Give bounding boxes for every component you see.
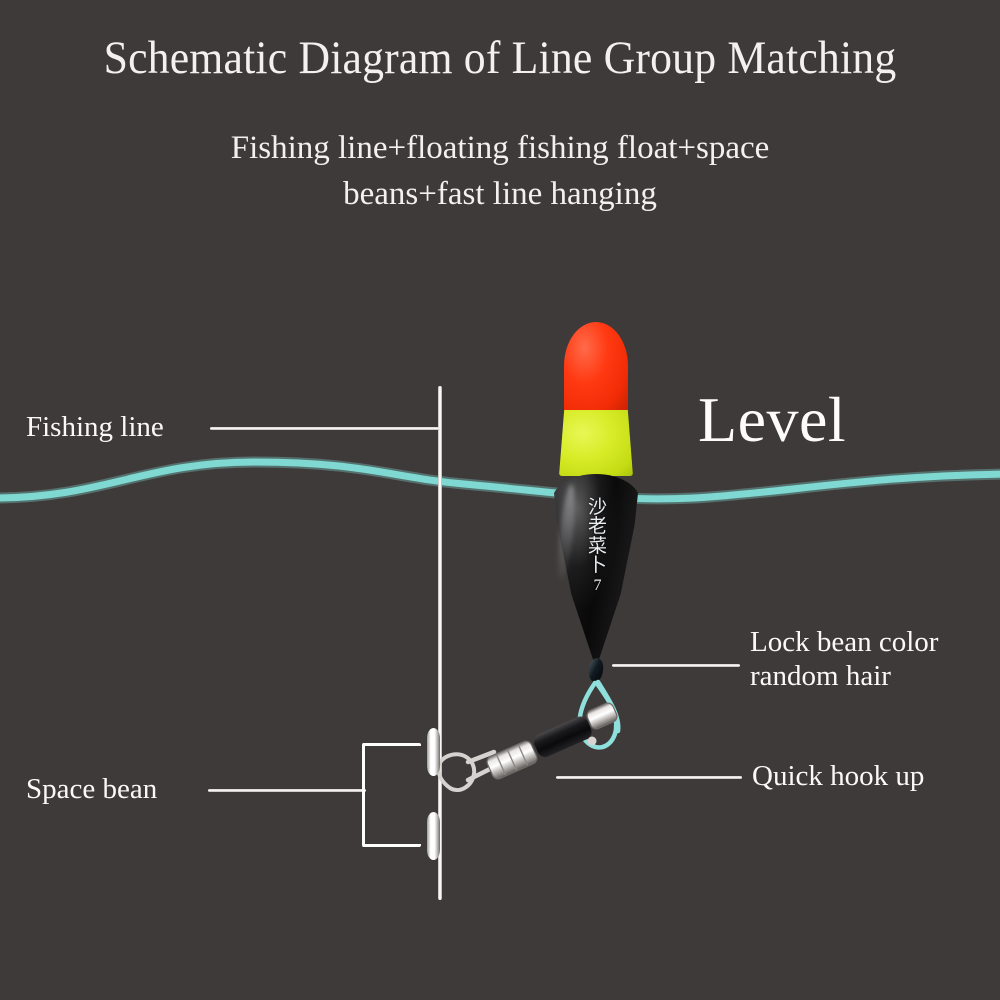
space-bean-upper bbox=[427, 728, 440, 776]
fishing-line-strand bbox=[438, 386, 442, 900]
label-quick-hook-up: Quick hook up bbox=[752, 760, 925, 792]
label-lock-bean-line-1: Lock bean color bbox=[750, 626, 939, 658]
leader-line-quick-hook-up bbox=[556, 776, 742, 779]
float-brand-text: 沙老菜卜 bbox=[587, 496, 607, 577]
fishing-float: 沙老菜卜 7 bbox=[548, 322, 644, 668]
page-title: Schematic Diagram of Line Group Matching bbox=[103, 32, 897, 84]
space-bean-bracket bbox=[362, 743, 421, 847]
label-level: Level bbox=[698, 384, 847, 455]
float-red-tip bbox=[564, 322, 628, 414]
leader-line-lock-bean bbox=[612, 664, 740, 667]
page-subtitle: Fishing line+floating fishing float+spac… bbox=[140, 126, 860, 217]
subtitle-line-1: Fishing line+floating fishing float+spac… bbox=[230, 130, 770, 166]
float-yellow-band bbox=[559, 410, 633, 476]
label-fishing-line: Fishing line bbox=[26, 411, 164, 443]
label-lock-bean: Lock bean color random hair bbox=[750, 626, 938, 693]
swivel-assembly bbox=[436, 702, 618, 793]
leader-line-fishing-line bbox=[210, 427, 440, 430]
water-surface-wave bbox=[0, 456, 1000, 505]
leader-line-space-bean bbox=[208, 789, 366, 792]
label-space-bean: Space bean bbox=[26, 773, 158, 805]
float-brand-mark: 沙老菜卜 7 bbox=[582, 496, 612, 594]
label-lock-bean-line-2: random hair bbox=[750, 659, 891, 692]
float-brand-number: 7 bbox=[593, 576, 602, 594]
space-bean-lower bbox=[427, 812, 440, 860]
subtitle-line-2: beans+fast line hanging bbox=[343, 175, 657, 212]
